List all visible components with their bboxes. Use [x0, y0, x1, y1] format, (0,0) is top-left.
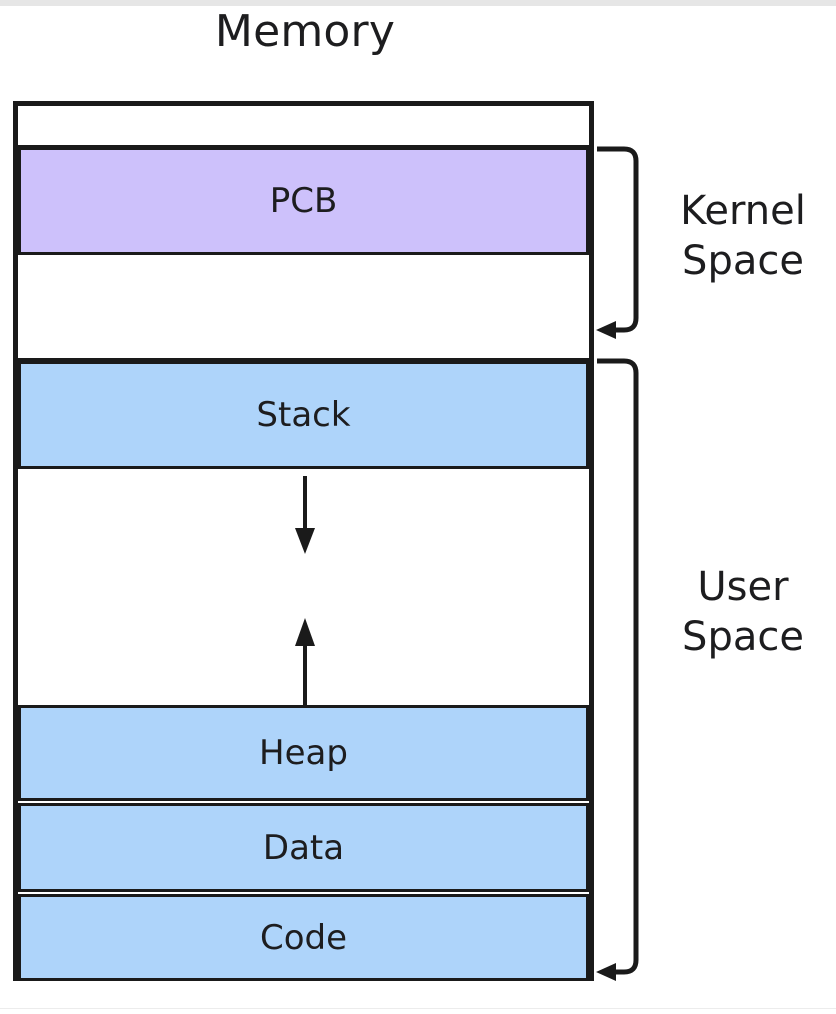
segment-pcb-label: PCB [269, 181, 338, 221]
kernel-space-label-line2: Space [682, 238, 804, 284]
segment-stack[interactable]: Stack [18, 361, 589, 469]
segment-data[interactable]: Data [18, 803, 589, 892]
kernel-bottom-divider [18, 358, 589, 361]
heap-growth-arrow [295, 618, 315, 706]
user-space-label: User Space [648, 562, 836, 662]
user-space-label-line1: User [697, 564, 789, 610]
segment-stack-label: Stack [256, 395, 351, 435]
segment-heap-label: Heap [259, 733, 348, 773]
user-space-brace [596, 358, 639, 981]
user-space-label-line2: Space [682, 614, 804, 660]
segment-code[interactable]: Code [18, 894, 589, 981]
stack-growth-arrow [295, 476, 315, 554]
segment-pcb[interactable]: PCB [18, 147, 589, 255]
segment-data-label: Data [262, 827, 345, 868]
top-edge-strip [0, 0, 836, 6]
bottom-edge-strip [0, 1008, 836, 1014]
growth-arrows [295, 476, 315, 706]
kernel-space-label-line1: Kernel [680, 188, 806, 234]
segment-heap[interactable]: Heap [18, 705, 589, 801]
kernel-top-divider [18, 145, 589, 148]
kernel-space-brace [596, 146, 639, 339]
kernel-space-label: Kernel Space [648, 186, 836, 286]
page-title: Memory [214, 6, 396, 57]
segment-code-label: Code [259, 917, 348, 958]
